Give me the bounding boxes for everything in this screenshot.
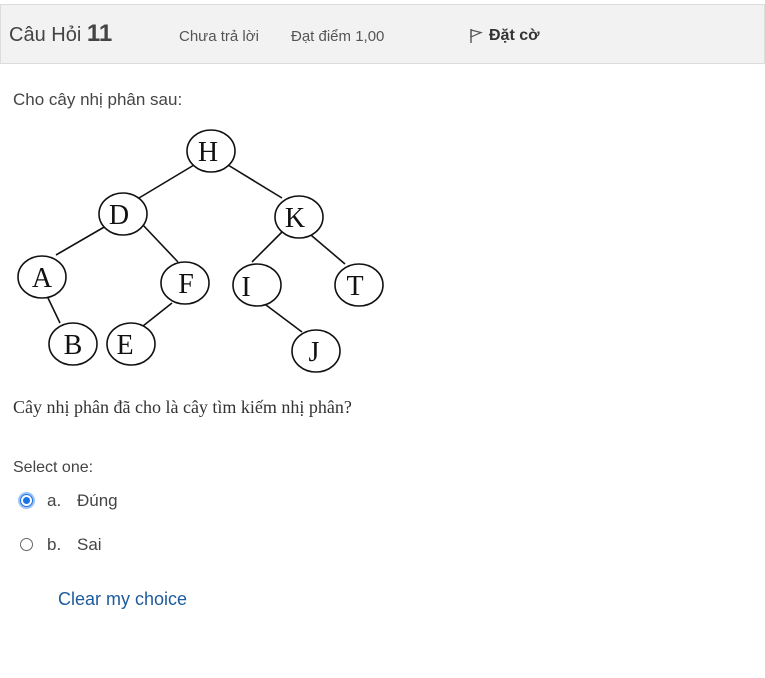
node-b-circle	[48, 322, 98, 366]
node-k-label: K	[285, 203, 305, 234]
node-h-label: H	[198, 137, 218, 168]
edge-i-j	[261, 301, 303, 333]
node-a-label: A	[32, 263, 53, 294]
question-state: Chưa trả lời	[179, 28, 259, 45]
option-letter: a.	[47, 491, 62, 510]
edge-d-f	[141, 223, 179, 263]
question-label: Câu Hỏi	[9, 24, 82, 46]
question-number-value: 11	[86, 20, 113, 47]
flag-label: Đặt cờ	[489, 27, 540, 44]
question-text: Cây nhị phân đã cho là cây tìm kiếm nhị …	[13, 397, 352, 417]
node-d-label: D	[109, 200, 129, 231]
option-text: Sai	[77, 535, 102, 554]
node-k-circle	[274, 195, 324, 239]
question-header: Câu Hỏi 11 Chưa trả lời Đạt điểm 1,00 Đặ…	[0, 4, 765, 64]
node-f-label: F	[178, 269, 194, 300]
edge-f-e	[142, 302, 173, 327]
edge-h-k	[227, 164, 283, 199]
node-e-circle	[106, 322, 156, 366]
node-j-label: J	[309, 337, 320, 368]
node-t-label: T	[346, 271, 363, 302]
radio-option-b[interactable]	[20, 538, 33, 551]
node-b-label: B	[64, 330, 83, 361]
node-f-circle	[160, 261, 210, 305]
edge-a-b	[47, 297, 61, 324]
question-intro: Cho cây nhị phân sau:	[13, 90, 183, 109]
node-e-label: E	[116, 330, 133, 361]
node-a-circle	[17, 255, 67, 299]
node-i-label: I	[241, 272, 250, 303]
option-text: Đúng	[77, 491, 118, 510]
clear-choice-link[interactable]: Clear my choice	[58, 589, 188, 609]
node-h-circle	[186, 129, 236, 173]
option-letter: b.	[47, 535, 62, 554]
node-d-circle	[98, 192, 148, 236]
node-j-circle	[291, 329, 341, 373]
node-i-circle	[232, 263, 282, 307]
question-number: Câu Hỏi 11	[9, 20, 112, 48]
edge-d-a	[55, 225, 107, 256]
question-grade: Đạt điểm 1,00	[291, 28, 385, 45]
flag-icon	[470, 29, 483, 43]
select-one-prompt: Select one:	[13, 459, 94, 476]
edge-k-i	[251, 231, 283, 263]
radio-option-a[interactable]	[20, 494, 33, 507]
binary-tree-diagram: H D K A F I T B E J	[17, 129, 384, 373]
node-t-circle	[334, 263, 384, 307]
flag-question-button[interactable]: Đặt cờ	[469, 27, 540, 45]
edge-h-d	[138, 164, 195, 199]
